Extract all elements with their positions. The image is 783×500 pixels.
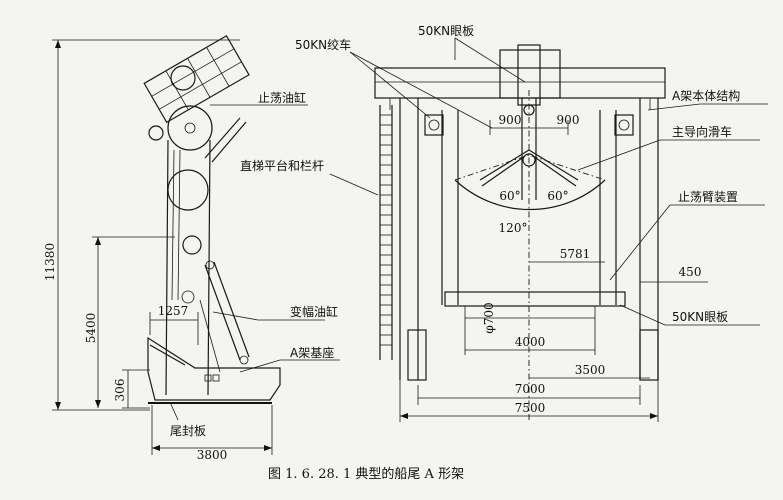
dim-width-450: 450 [679,265,702,279]
dim-width-7000: 7000 [515,382,546,396]
label-swing-arm: 止荡臂装置 [678,190,738,204]
dim-offset-900-right: 900 [557,113,580,127]
label-eye-plate-bottom: 50KN眼板 [672,310,728,324]
dim-width-1257: 1257 [158,304,189,318]
front-view: 900 900 5781 450 φ700 4000 3500 7000 750… [349,37,768,422]
dim-width-3500: 3500 [575,363,606,377]
label-luffing-cylinder: 变幅油缸 [290,304,338,319]
dim-height-306: 306 [113,379,127,402]
label-base: A架基座 [290,345,334,360]
label-eye-plate-top: 50KN眼板 [418,24,474,38]
figure-caption: 图 1. 6. 28. 1 典型的船尾 A 形架 [268,466,464,482]
dim-height-5400: 5400 [84,313,98,344]
dim-width-7500: 7500 [515,401,546,415]
dim-angle-120: 120° [499,221,528,235]
dim-dia-700: φ700 [482,302,496,333]
dim-width-3800: 3800 [197,448,228,462]
dim-total-height: 11380 [43,243,57,281]
side-view: 11380 5400 306 [43,35,340,462]
dim-angle-60-right: 60° [547,189,568,203]
dim-width-5781: 5781 [560,247,591,261]
label-winch: 50KN绞车 [295,37,351,52]
label-main-guide-pulley: 主导向滑车 [672,124,732,139]
label-a-frame-body: A架本体结构 [672,88,740,103]
dim-offset-900-left: 900 [499,113,522,127]
label-ladder: 直梯平台和栏杆 [240,158,324,173]
label-swing-cylinder: 止荡油缸 [258,90,306,105]
dim-angle-60-left: 60° [499,189,520,203]
dim-width-4000: 4000 [515,335,546,349]
label-tail-plate: 尾封板 [170,424,206,438]
